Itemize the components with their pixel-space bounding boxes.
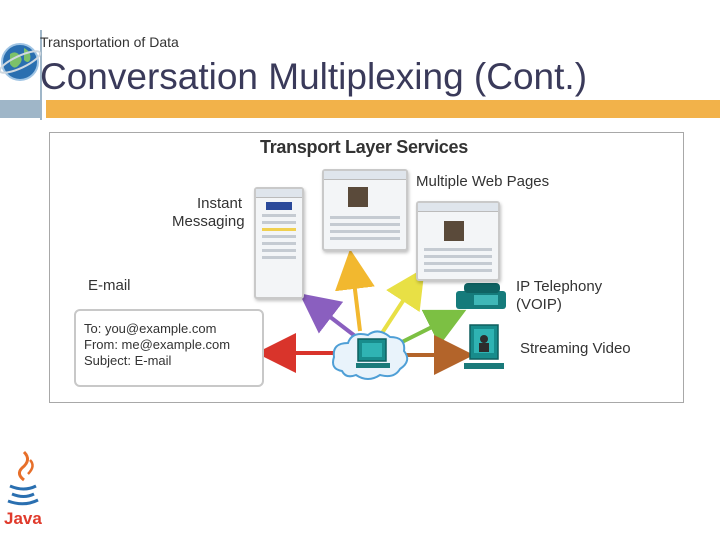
title-bar-accent — [46, 100, 720, 118]
laptop-icon — [254, 187, 304, 299]
slide-title: Conversation Multiplexing (Cont.) — [40, 56, 588, 97]
arrow-instant-messaging — [299, 293, 357, 338]
transport-layer-diagram: Transport Layer Services — [49, 132, 684, 403]
globe-icon — [0, 43, 42, 81]
arrow-web-pages-1 — [335, 249, 375, 332]
email-message-box: To: you@example.com From: me@example.com… — [74, 309, 264, 387]
diagram-title: Transport Layer Services — [260, 137, 468, 157]
email-from-line: From: me@example.com — [84, 337, 231, 352]
label-ip-telephony: IP Telephony (VOIP) — [516, 278, 603, 313]
label-email: E-mail — [88, 277, 131, 294]
header-divider-line — [40, 30, 42, 120]
arrow-ip-telephony — [399, 309, 467, 346]
email-subject-line: Subject: E-mail — [84, 353, 172, 368]
phone-icon — [456, 283, 506, 309]
label-multiple-web-pages: Multiple Web Pages — [416, 173, 550, 190]
video-camera-icon — [464, 324, 504, 369]
email-to-line: To: you@example.com — [84, 321, 217, 336]
web-page-screen-1 — [322, 169, 408, 251]
web-page-screen-2 — [416, 201, 500, 281]
title-bar-left — [0, 100, 40, 118]
diagram-arrows — [256, 249, 506, 380]
label-streaming-video: Streaming Video — [520, 340, 631, 357]
java-logo: Java — [4, 450, 42, 528]
java-logo-text: Java — [4, 509, 42, 528]
slide-subtitle: Transportation of Data — [40, 34, 179, 50]
arrow-web-pages-2 — [380, 267, 425, 335]
label-instant-messaging: Instant Messaging — [172, 195, 245, 230]
computer-icon — [356, 338, 390, 368]
